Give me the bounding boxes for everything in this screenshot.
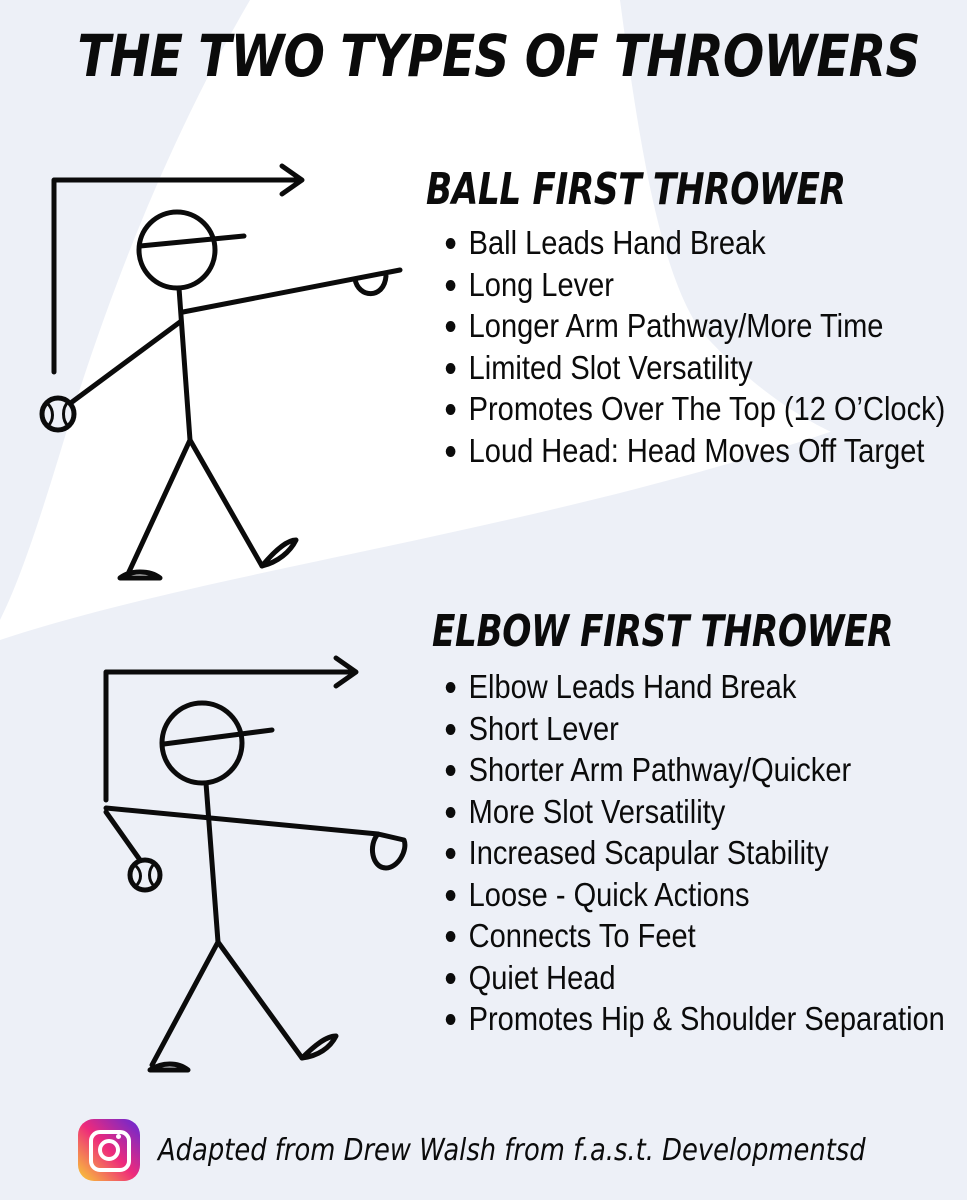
cap-brim [137, 233, 247, 249]
list-item: Long Lever [444, 264, 945, 306]
throwing-arm [103, 805, 381, 837]
list-item: Longer Arm Pathway/More Time [444, 305, 945, 347]
cap-brim [161, 727, 275, 747]
ball-arm [69, 319, 183, 405]
list-item: Connects To Feet [444, 915, 945, 957]
list-item: Quiet Head [444, 957, 945, 999]
glove-hand [369, 831, 408, 871]
ball-elbow-arm [103, 809, 143, 863]
baseball-icon [39, 395, 77, 433]
list-item: Limited Slot Versatility [444, 347, 945, 389]
list-item: Elbow Leads Hand Break [444, 666, 945, 708]
list-item: Short Lever [444, 708, 945, 750]
direction-arrow-icon [51, 163, 305, 375]
baseball-icon [127, 857, 163, 893]
front-foot [117, 569, 163, 581]
glove-hand [352, 273, 389, 296]
torso [203, 780, 221, 945]
list-item: Increased Scapular Stability [444, 832, 945, 874]
front-foot [147, 1061, 191, 1073]
front-leg [149, 939, 221, 1068]
direction-arrow-icon [103, 655, 359, 803]
back-leg [215, 939, 305, 1061]
list-item: Ball Leads Hand Break [444, 222, 945, 264]
page-title: THE TWO TYPES OF THROWERS [77, 22, 920, 90]
back-foot [299, 1033, 339, 1061]
elbow-first-list: Elbow Leads Hand Break Short Lever Short… [444, 666, 967, 1040]
throwing-arm [180, 267, 403, 315]
list-item: Promotes Hip & Shoulder Separation [444, 998, 945, 1040]
credit-text: Adapted from Drew Walsh from f.a.s.t. De… [158, 1132, 866, 1168]
list-item: More Slot Versatility [444, 791, 945, 833]
list-item: Loose - Quick Actions [444, 874, 945, 916]
back-foot [259, 537, 299, 569]
footer: Adapted from Drew Walsh from f.a.s.t. De… [78, 1119, 967, 1181]
list-item: Shorter Arm Pathway/Quicker [444, 749, 945, 791]
torso [176, 285, 193, 443]
front-leg [125, 437, 193, 577]
list-item: Promotes Over The Top (12 O’Clock) [444, 388, 945, 430]
ball-first-heading: BALL FIRST THROWER [426, 164, 846, 215]
elbow-first-heading: ELBOW FIRST THROWER [432, 606, 894, 657]
list-item: Loud Head: Head Moves Off Target [444, 430, 945, 472]
ball-first-list: Ball Leads Hand Break Long Lever Longer … [444, 222, 967, 471]
back-leg [187, 437, 265, 569]
instagram-icon[interactable] [78, 1119, 140, 1181]
